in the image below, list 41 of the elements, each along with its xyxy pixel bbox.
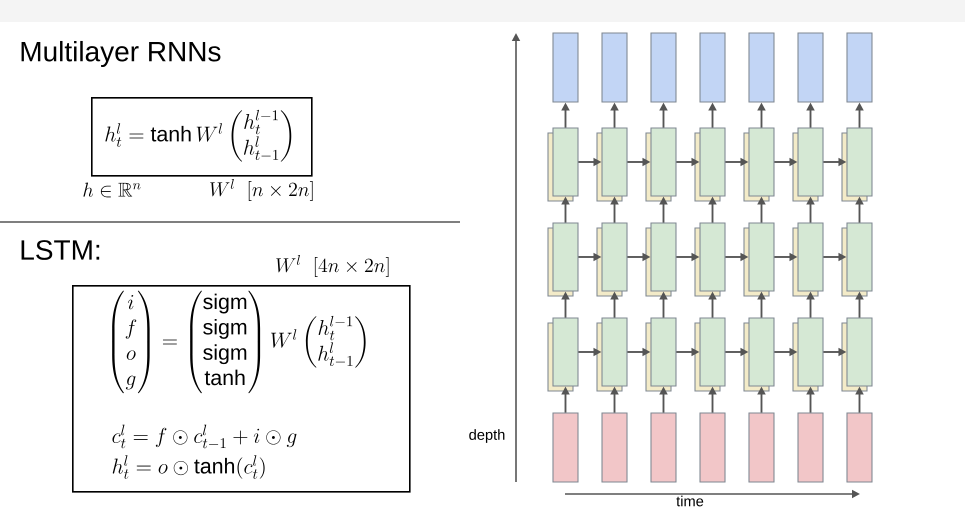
heading: LSTM:	[22, 240, 100, 260]
stacked-cell-box	[743, 317, 775, 392]
axis-label: time	[676, 496, 704, 506]
stacked-cell-box	[694, 222, 726, 297]
stacked-cell-box	[694, 127, 726, 202]
cell-box	[748, 412, 775, 483]
cell-box	[846, 32, 873, 103]
stacked-cell-box	[645, 127, 677, 202]
cell-box	[650, 32, 677, 103]
stacked-cell-box	[792, 222, 824, 297]
cell-box	[552, 32, 579, 103]
cell-box	[797, 412, 824, 483]
stacked-cell-box	[547, 317, 579, 392]
cell-box	[748, 32, 775, 103]
cell-box	[650, 412, 677, 483]
formula-box: $h_t^l = \tanh W^l \begin{pmatrix} h_t^{l-1} \\ h_{t-1}^l \end{pmatrix}$	[91, 97, 313, 177]
stacked-cell-box	[841, 222, 873, 297]
stacked-cell-box	[792, 127, 824, 202]
heading: Multilayer RNNs	[22, 40, 220, 68]
stacked-cell-box	[645, 222, 677, 297]
stacked-cell-box	[792, 317, 824, 392]
stacked-cell-box	[596, 317, 628, 392]
cell-box	[699, 32, 726, 103]
cell-box	[601, 32, 628, 103]
cell-box	[797, 32, 824, 103]
stacked-cell-box	[743, 127, 775, 202]
stacked-cell-box	[841, 317, 873, 392]
cell-box	[552, 412, 579, 483]
cell-box	[601, 412, 628, 483]
stacked-cell-box	[547, 127, 579, 202]
axis-label: depth	[469, 429, 504, 443]
stacked-cell-box	[596, 127, 628, 202]
stacked-cell-box	[645, 317, 677, 392]
cell-box	[846, 412, 873, 483]
cell-box	[699, 412, 726, 483]
formula-box: $\begin{pmatrix} i \\ f \\ o \\ g \end{pmatrix} = \begin{pmatrix} \mathrm{sigm} \\ \mathrm{sigm} \\ \mathrm{sigm} \\ \tanh \end{pmatrix} W^l \begin{pmatrix} h_t^{l-1} \\ h_{t-1}^l \end{pmatrix}$ $c_t^l = f \odot c_{t-1}^l + i \odot g$ $h_t^l = o \odot \tanh(c_t^l)$	[72, 285, 411, 493]
stacked-cell-box	[841, 127, 873, 202]
stacked-cell-box	[596, 222, 628, 297]
stacked-cell-box	[694, 317, 726, 392]
stacked-cell-box	[743, 222, 775, 297]
stacked-cell-box	[547, 222, 579, 297]
